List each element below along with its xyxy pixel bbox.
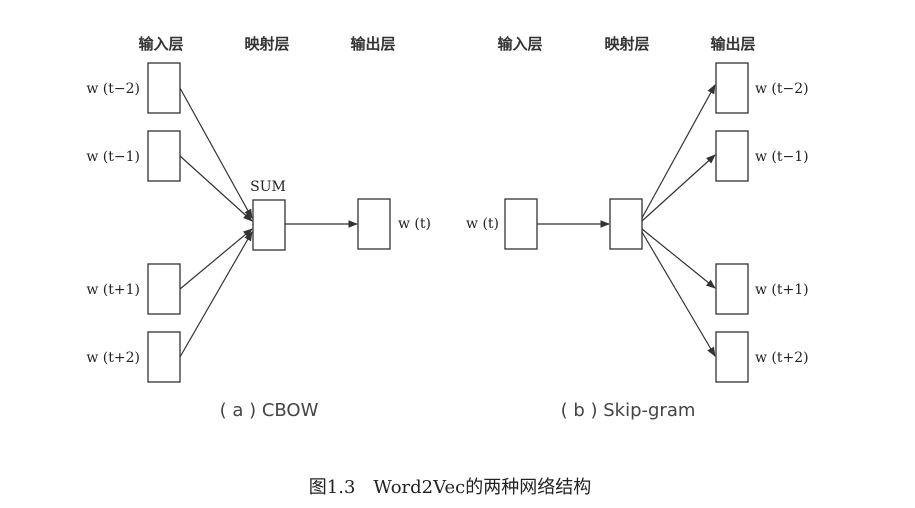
figure-caption: 图1.3 Word2Vec的两种网络结构	[309, 477, 591, 498]
skipgram-output-node	[715, 130, 749, 182]
cbow-input-node	[147, 331, 181, 383]
skipgram-input-layer-label: 输入层	[497, 35, 542, 53]
skipgram-diagram: 输入层 映射层 输出层 w (t) w (t−2) w (t−1) w (t+1…	[466, 35, 809, 421]
skipgram-projection-layer-label: 映射层	[604, 35, 649, 53]
cbow-output-layer-label: 输出层	[350, 35, 395, 53]
skipgram-edge	[641, 84, 716, 219]
cbow-sum-label: SUM	[250, 179, 286, 195]
cbow-input-node	[147, 263, 181, 315]
cbow-input-label: w (t+2)	[86, 350, 140, 366]
skipgram-projection-node	[609, 198, 643, 250]
cbow-projection-node	[252, 199, 286, 251]
skipgram-output-node	[715, 263, 749, 315]
skipgram-output-node	[715, 331, 749, 383]
cbow-output-node	[357, 198, 391, 250]
skipgram-output-node	[715, 62, 749, 114]
skipgram-edge	[641, 154, 716, 222]
cbow-input-label: w (t−1)	[86, 149, 140, 165]
skipgram-edge	[641, 228, 716, 289]
cbow-output-label: w (t)	[398, 216, 431, 232]
skipgram-caption: ( b ) Skip-gram	[561, 400, 696, 421]
skipgram-edge	[641, 231, 716, 357]
skipgram-output-label: w (t+1)	[755, 282, 809, 298]
skipgram-output-layer-label: 输出层	[710, 35, 755, 53]
cbow-projection-layer-label: 映射层	[244, 35, 289, 53]
cbow-input-label: w (t+1)	[86, 282, 140, 298]
cbow-edge	[179, 228, 253, 290]
skipgram-output-label: w (t−1)	[755, 149, 809, 165]
cbow-input-layer-label: 输入层	[138, 35, 183, 53]
skipgram-output-label: w (t+2)	[755, 350, 809, 366]
cbow-edge	[179, 231, 253, 358]
cbow-diagram: 输入层 映射层 输出层 w (t−2) w (t−1) w (t+1) w (t…	[86, 35, 431, 421]
cbow-input-node	[147, 130, 181, 182]
cbow-input-node	[147, 62, 181, 114]
skipgram-output-label: w (t−2)	[755, 81, 809, 97]
cbow-input-label: w (t−2)	[86, 81, 140, 97]
cbow-edge	[179, 87, 253, 219]
skipgram-input-node	[504, 198, 538, 250]
cbow-caption: ( a ) CBOW	[220, 400, 319, 421]
cbow-edge	[179, 155, 253, 222]
skipgram-input-label: w (t)	[466, 216, 499, 232]
